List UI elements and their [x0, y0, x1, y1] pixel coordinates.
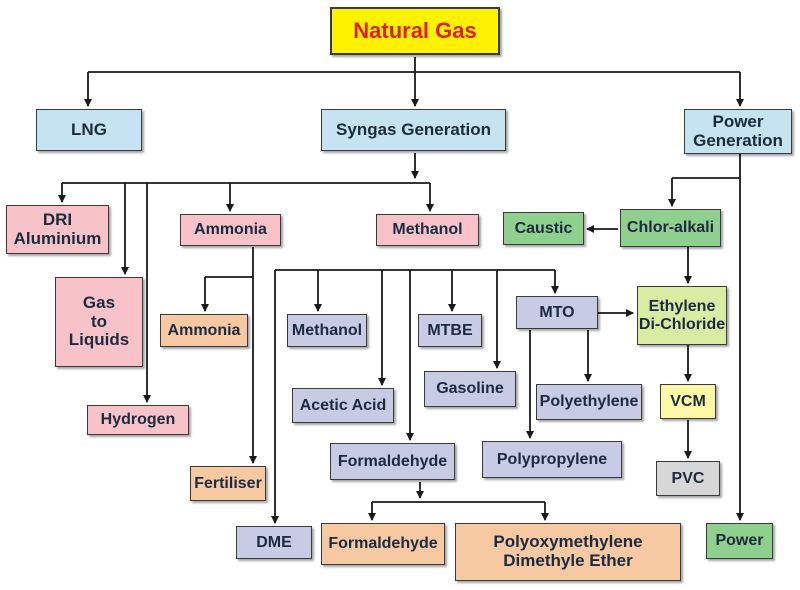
formaldehyde-node: Formaldehyde — [330, 443, 455, 480]
power-generation-node: Power Generation — [684, 109, 792, 154]
vcm-node: VCM — [660, 384, 716, 419]
power-node: Power — [706, 523, 773, 559]
dme-node: DME — [236, 526, 312, 559]
pvc-node: PVC — [656, 461, 720, 496]
methanol-node: Methanol — [376, 214, 479, 246]
lng-node: LNG — [36, 109, 142, 151]
dri-aluminium-node: DRI Aluminium — [6, 205, 109, 254]
gasoline-node: Gasoline — [424, 371, 516, 407]
mto-node: MTO — [516, 296, 598, 329]
mtbe-node: MTBE — [418, 314, 482, 347]
polypropylene-node: Polypropylene — [482, 441, 622, 478]
ammonia-product-node: Ammonia — [160, 314, 248, 347]
hydrogen-node: Hydrogen — [87, 405, 189, 435]
formaldehyde-product-node: Formaldehyde — [321, 523, 445, 565]
chlor-alkali-node: Chlor-alkali — [620, 209, 721, 247]
fertiliser-node: Fertiliser — [190, 466, 266, 501]
ethylene-dichloride-node: Ethylene Di-Chloride — [637, 286, 727, 345]
polyethylene-node: Polyethylene — [536, 384, 642, 420]
methanol-product-node: Methanol — [287, 314, 367, 347]
ammonia-node: Ammonia — [180, 214, 281, 246]
syngas-generation-node: Syngas Generation — [321, 109, 506, 151]
natural-gas-node: Natural Gas — [330, 7, 500, 55]
gas-to-liquids-node: Gas to Liquids — [55, 277, 143, 367]
caustic-node: Caustic — [503, 212, 584, 245]
acetic-acid-node: Acetic Acid — [292, 388, 394, 423]
polyoxymethylene-node: Polyoxymethylene Dimethyle Ether — [455, 523, 681, 581]
